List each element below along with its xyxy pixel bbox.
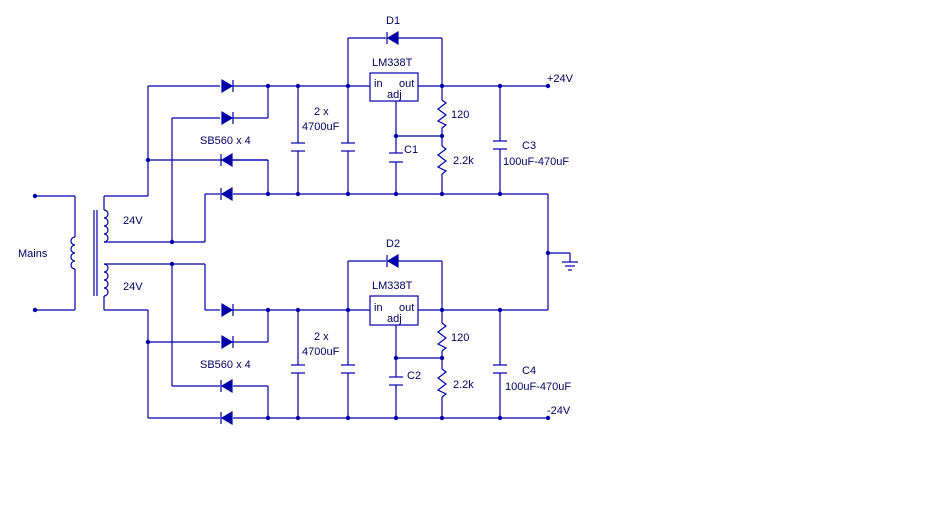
lower-filter-count: 2 x [314,331,329,343]
lower-filter-value: 4700uF [302,346,340,358]
lower-reg-out-pin: out [399,302,414,314]
capacitor-icon [389,376,403,386]
d1-label: D1 [386,15,400,27]
ground-connection [545,194,571,310]
upper-r-bottom-value: 2.2k [453,155,474,167]
lower-reg-adj-pin: adj [387,313,402,325]
capacitor-icon [341,142,355,152]
output-positive-label: +24V [547,73,574,85]
upper-regulator-box [369,72,419,102]
mains-label: Mains [18,248,48,260]
diode-icon [220,378,233,394]
diode-icon [386,253,399,269]
capacitor-icon [389,152,403,163]
upper-reg-out-pin: out [399,78,414,90]
resistor-icon [436,322,448,352]
upper-filter-value: 4700uF [302,121,340,133]
diode-icon [221,78,234,94]
diode-icon [221,334,234,350]
upper-reg-adj-pin: adj [387,89,402,101]
upper-rectifier-label: SB560 x 4 [200,135,251,147]
c3-value: 100uF-470uF [503,156,569,168]
capacitor-icon [493,140,507,150]
c4-value: 100uF-470uF [505,381,571,393]
c2-label: C2 [407,370,421,382]
upper-reg-in-pin: in [374,78,383,90]
c3-label: C3 [522,140,536,152]
resistor-icon [436,99,448,129]
d2-label: D2 [386,238,400,250]
upper-bridge-wiring [145,83,271,245]
diode-icon [221,302,234,318]
diode-icon [220,152,233,168]
capacitor-icon [493,364,507,374]
upper-rails [268,37,551,197]
mains-input: Mains [18,193,76,313]
c4-label: C4 [522,365,536,377]
upper-filter-count: 2 x [314,106,329,118]
capacitor-icon [341,364,355,374]
capacitor-icon [291,364,305,374]
resistor-icon [436,145,448,175]
diode-icon [386,30,399,46]
lower-bridge-wiring [145,261,271,421]
lower-r-top-value: 120 [451,332,469,344]
upper-r-top-value: 120 [451,109,469,121]
lower-reg-in-pin: in [374,302,383,314]
transformer-icon [70,195,172,311]
lower-regulator-name: LM338T [372,280,413,292]
transformer-lower-voltage: 24V [123,281,143,293]
capacitor-icon [291,142,305,152]
resistor-icon [436,368,448,398]
transformer-upper-voltage: 24V [123,215,143,227]
lower-regulator-box [369,295,419,326]
lower-rectifier-label: SB560 x 4 [200,359,251,371]
diode-icon [220,410,233,426]
diode-icon [221,110,234,126]
lower-r-bottom-value: 2.2k [453,379,474,391]
c1-label: C1 [404,144,418,156]
upper-regulator-name: LM338T [372,57,413,69]
diode-icon [220,186,233,202]
output-negative-label: -24V [547,405,571,417]
ground-icon [562,261,578,271]
lower-rails [268,260,551,421]
